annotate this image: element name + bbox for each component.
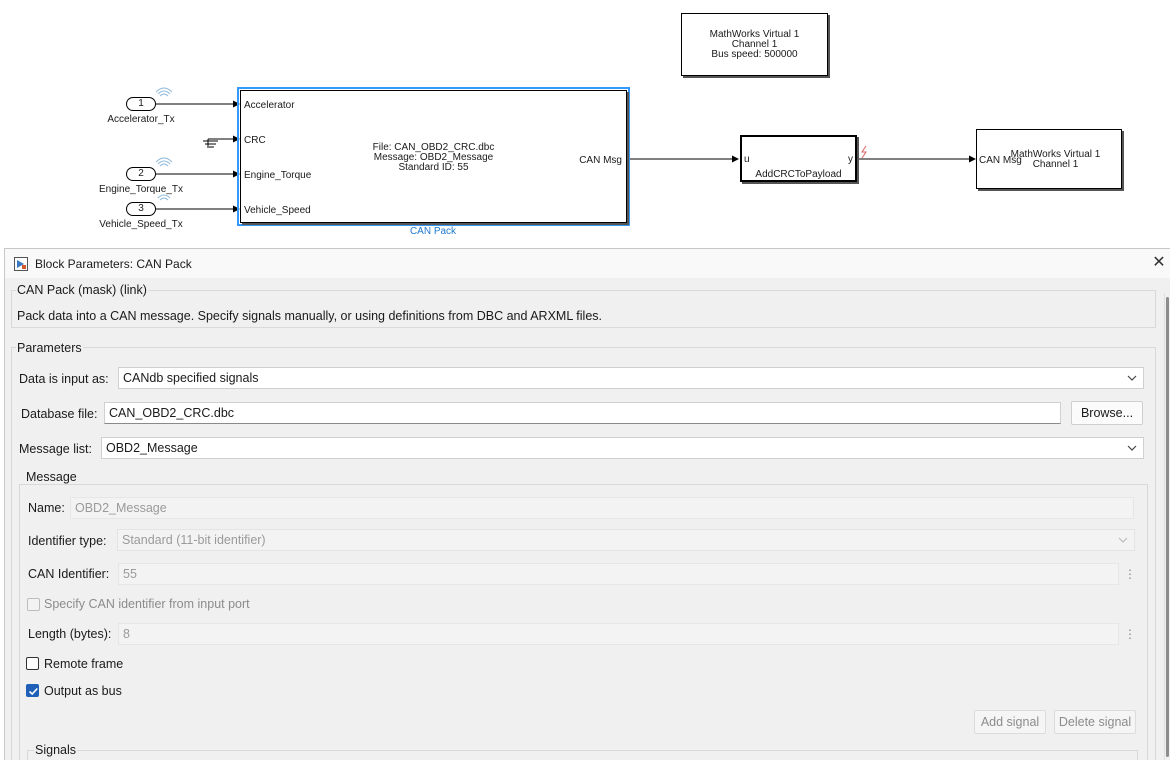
checkmark-icon: [28, 687, 38, 696]
body-line-id: Standard ID: 55: [398, 162, 469, 173]
config-line-3: Bus speed: 500000: [711, 48, 798, 60]
parameters-label: Parameters: [16, 341, 83, 355]
mask-description-group: [11, 290, 1156, 328]
close-icon[interactable]: ✕: [1152, 254, 1166, 271]
length-input[interactable]: 8: [118, 623, 1119, 645]
parameters-group: [11, 347, 1156, 760]
can-identifier-value: 55: [123, 567, 137, 581]
chevron-down-icon: [1127, 445, 1137, 451]
database-file-value: CAN_OBD2_CRC.dbc: [109, 406, 235, 420]
add-crc-name: AddCRCToPayload: [755, 169, 842, 180]
can-identifier-label: CAN Identifier:: [28, 567, 110, 581]
can-transmit-block[interactable]: CAN Msg MathWorks Virtual 1 Channel 1: [976, 129, 1122, 189]
output-as-bus-checkbox[interactable]: [26, 684, 39, 697]
data-input-label: Data is input as:: [19, 372, 109, 386]
can-configuration-block[interactable]: MathWorks Virtual 1 Channel 1 Bus speed:…: [681, 13, 828, 76]
port-crc: CRC: [244, 135, 266, 146]
inport-3-name: Vehicle_Speed_Tx: [99, 219, 183, 230]
block-parameters-dialog: Block Parameters: CAN Pack ✕ CAN Pack (m…: [4, 248, 1170, 760]
dialog-scrollbar[interactable]: [1164, 293, 1170, 760]
remote-frame-checkbox[interactable]: [26, 657, 39, 670]
port-u: u: [744, 154, 750, 165]
delete-signal-button[interactable]: Delete signal: [1054, 710, 1136, 734]
message-list-select[interactable]: OBD2_Message: [101, 437, 1144, 459]
mask-header: CAN Pack (mask) (link): [16, 283, 148, 297]
length-value: 8: [123, 627, 130, 641]
add-crc-block[interactable]: u y AddCRCToPayload: [740, 135, 857, 182]
output-as-bus-label: Output as bus: [44, 684, 122, 698]
port-y: y: [848, 154, 853, 165]
browse-button[interactable]: Browse...: [1071, 401, 1143, 425]
data-input-value: CANdb specified signals: [123, 371, 259, 385]
can-pack-block[interactable]: Accelerator CRC Engine_Torque Vehicle_Sp…: [240, 90, 627, 223]
port-can-msg: CAN Msg: [579, 155, 622, 166]
add-signal-button[interactable]: Add signal: [974, 710, 1046, 734]
identifier-type-select[interactable]: Standard (11-bit identifier): [117, 529, 1135, 551]
name-input[interactable]: OBD2_Message: [70, 497, 1134, 519]
scrollbar-thumb[interactable]: [1166, 297, 1169, 757]
port-engine-torque: Engine_Torque: [244, 170, 312, 181]
message-list-value: OBD2_Message: [106, 441, 198, 455]
config-line-2: Channel 1: [731, 38, 778, 50]
can-identifier-input[interactable]: 55: [118, 563, 1119, 585]
signal-lines: [155, 87, 976, 213]
can-pack-selection: [237, 87, 630, 226]
chevron-down-icon: [1118, 537, 1128, 543]
transmit-body: MathWorks Virtual 1 Channel 1: [977, 150, 1120, 170]
chevron-down-icon: [1127, 375, 1137, 381]
specify-from-port-label: Specify CAN identifier from input port: [44, 597, 250, 611]
ground-icon: [203, 139, 218, 148]
inport-3[interactable]: 3: [126, 202, 156, 216]
body-line-message: Message: OBD2_Message: [373, 152, 494, 163]
config-line-1: MathWorks Virtual 1: [709, 28, 800, 40]
database-file-label: Database file:: [21, 407, 98, 421]
transmit-line-2: Channel 1: [1032, 159, 1079, 170]
database-file-input[interactable]: CAN_OBD2_CRC.dbc: [104, 402, 1061, 424]
specify-from-port-checkbox[interactable]: [27, 598, 40, 611]
message-group: [19, 484, 1148, 760]
inport-1[interactable]: 1: [126, 97, 156, 111]
model-canvas[interactable]: 1 Accelerator_Tx 2 Engine_Torque_Tx 3 Ve…: [0, 0, 1170, 248]
dialog-titlebar[interactable]: Block Parameters: CAN Pack ✕: [5, 249, 1170, 278]
port-transmit-in: CAN Msg: [979, 155, 1022, 166]
signals-group: [27, 750, 1138, 760]
more-options-icon[interactable]: ⋮: [1124, 567, 1136, 581]
inport-2[interactable]: 2: [126, 167, 156, 181]
identifier-type-value: Standard (11-bit identifier): [122, 533, 266, 547]
inport-1-name: Accelerator_Tx: [107, 114, 175, 125]
signals-label: Signals: [34, 743, 77, 757]
wireless-icon: [155, 87, 173, 201]
identifier-type-label: Identifier type:: [28, 534, 107, 548]
inport-2-name: Engine_Torque_Tx: [99, 184, 183, 195]
length-label: Length (bytes):: [28, 627, 112, 641]
name-label: Name:: [28, 501, 65, 515]
more-options-icon[interactable]: ⋮: [1124, 627, 1136, 641]
can-pack-body: File: CAN_OBD2_CRC.dbc Message: OBD2_Mes…: [341, 143, 526, 173]
warning-icon: [861, 145, 867, 159]
port-vehicle-speed: Vehicle_Speed: [244, 205, 311, 216]
data-input-select[interactable]: CANdb specified signals: [118, 367, 1144, 389]
remote-frame-label: Remote frame: [44, 657, 124, 671]
message-group-label: Message: [25, 470, 78, 484]
can-pack-name: CAN Pack: [409, 226, 457, 237]
port-accelerator: Accelerator: [244, 100, 295, 111]
transmit-line-1: MathWorks Virtual 1: [1010, 149, 1101, 160]
dialog-title: Block Parameters: CAN Pack: [35, 257, 192, 271]
message-list-label: Message list:: [19, 442, 92, 456]
name-value: OBD2_Message: [75, 501, 167, 515]
mask-description: Pack data into a CAN message. Specify si…: [17, 309, 602, 323]
block-icon: [14, 257, 28, 271]
body-line-file: File: CAN_OBD2_CRC.dbc: [372, 142, 495, 153]
